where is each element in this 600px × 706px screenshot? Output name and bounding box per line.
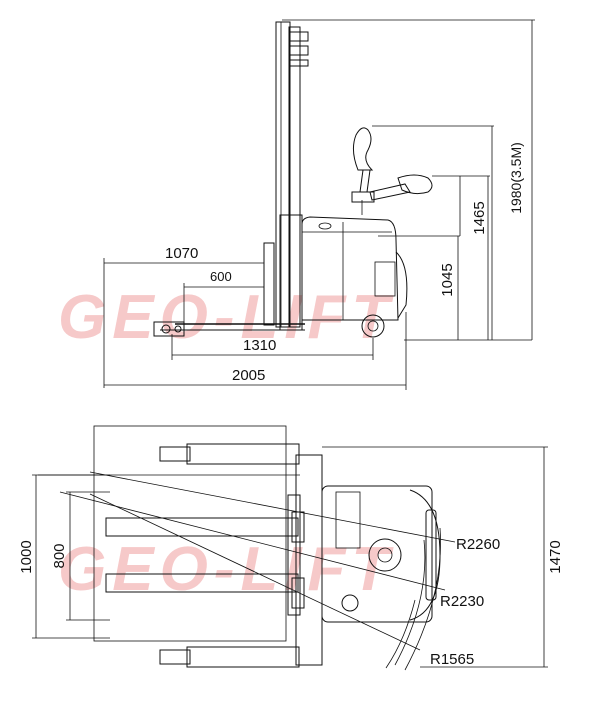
load-outline bbox=[93, 425, 287, 642]
dim-2005-label: 2005 bbox=[232, 367, 265, 384]
vertical-dimensions: 1045 1465 1980(3.5M) bbox=[282, 19, 535, 341]
dim-1310: 1310 bbox=[171, 334, 374, 360]
dim-600-label: 600 bbox=[210, 269, 232, 284]
fork-carriage bbox=[153, 242, 305, 337]
dim-1045-label: 1045 bbox=[439, 263, 456, 296]
dim-800: 800 bbox=[51, 491, 110, 621]
turning-radii bbox=[38, 471, 456, 671]
watermark-bottom: GEO-LIFT bbox=[58, 535, 395, 604]
watermark-top: GEO-LIFT bbox=[58, 283, 395, 352]
dim-800-label: 800 bbox=[51, 543, 68, 568]
dim-1310-label: 1310 bbox=[243, 337, 276, 354]
dim-1470: 1470 bbox=[322, 446, 564, 668]
radius-r1565-label: R1565 bbox=[430, 651, 474, 668]
dim-1070-label: 1070 bbox=[165, 245, 198, 262]
dim-1000-label: 1000 bbox=[18, 540, 35, 573]
fork-arms bbox=[105, 443, 300, 668]
radius-r2230-label: R2230 bbox=[440, 593, 484, 610]
dim-1980-label: 1980(3.5M) bbox=[508, 142, 524, 214]
top-view: 1000 800 1470 R2260 R2230 R1565 bbox=[18, 425, 564, 671]
side-view: 1070 600 1310 2005 1045 bbox=[103, 19, 535, 390]
mast bbox=[275, 21, 309, 331]
dim-2005: 2005 bbox=[104, 312, 407, 390]
radius-r2260-label: R2260 bbox=[456, 536, 500, 553]
dim-1070: 1070 bbox=[103, 245, 264, 388]
truck-body bbox=[301, 216, 408, 338]
dim-600: 600 bbox=[183, 269, 264, 322]
dim-1465-label: 1465 bbox=[471, 201, 488, 234]
dim-1000: 1000 bbox=[18, 474, 110, 639]
dim-1470-label: 1470 bbox=[547, 540, 564, 573]
tiller-arm bbox=[351, 127, 433, 215]
